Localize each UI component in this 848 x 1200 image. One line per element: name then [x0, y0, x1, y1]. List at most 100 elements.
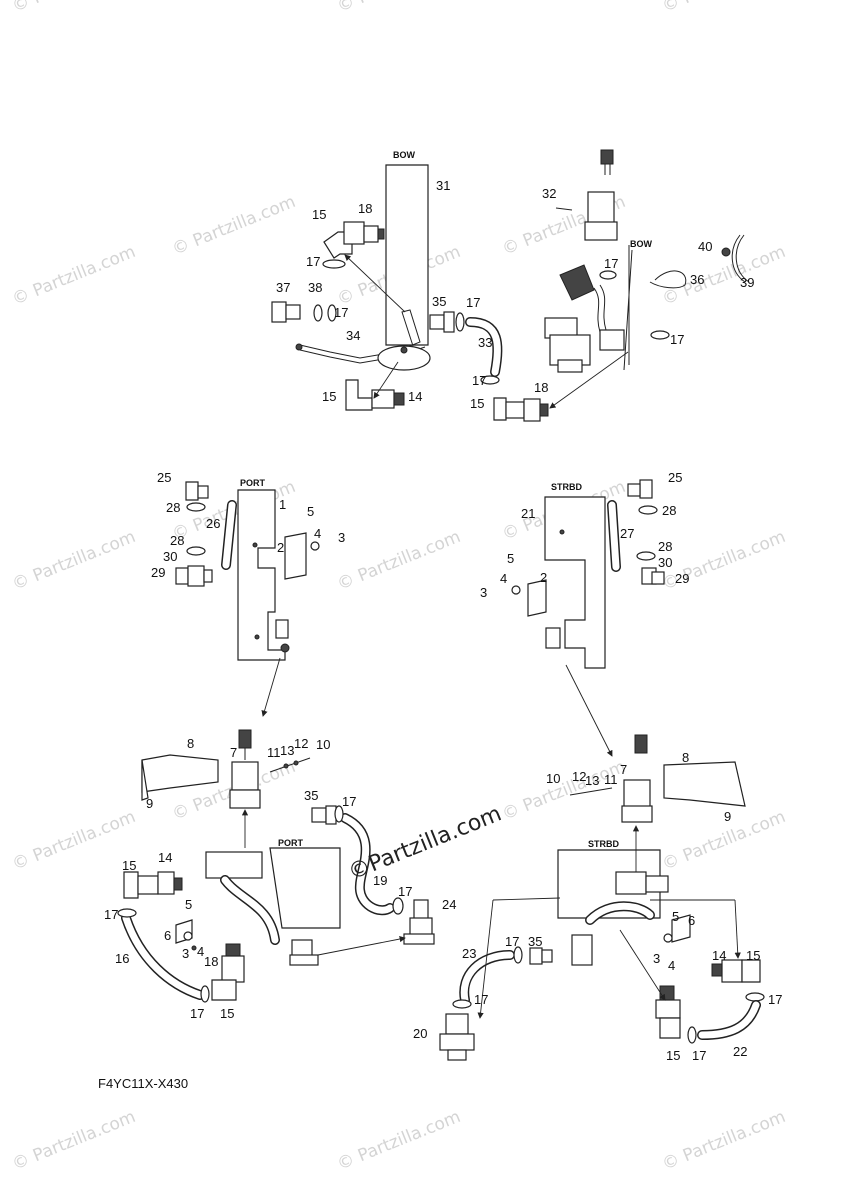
callout-1: 1: [279, 497, 286, 512]
callout-16: 16: [115, 951, 129, 966]
watermark-text: © Partzilla.com: [334, 527, 463, 595]
watermark-text: © Partzilla.com: [9, 807, 138, 875]
watermark-text: © Partzilla.com: [334, 0, 463, 17]
callout-17: 17: [104, 907, 118, 922]
callout-35: 35: [432, 294, 446, 309]
callout-38: 38: [308, 280, 322, 295]
callout-4: 4: [500, 571, 507, 586]
callout-15: 15: [322, 389, 336, 404]
callout-15: 15: [666, 1048, 680, 1063]
label-bow-right: BOW: [630, 239, 653, 249]
callout-17: 17: [692, 1048, 706, 1063]
callout-2: 2: [277, 540, 284, 555]
callout-11: 11: [267, 745, 281, 760]
callout-25: 25: [668, 470, 682, 485]
callout-19: 19: [373, 873, 387, 888]
callout-14: 14: [712, 948, 726, 963]
strbd-pump-assembly: STRBD: [439, 734, 765, 1061]
callout-3: 3: [653, 951, 660, 966]
callout-22: 22: [733, 1044, 747, 1059]
callout-14: 14: [408, 389, 422, 404]
callout-12: 12: [294, 736, 308, 751]
callout-25: 25: [157, 470, 171, 485]
callout-28: 28: [662, 503, 676, 518]
label-strbd-bottom: STRBD: [588, 839, 619, 849]
callout-17: 17: [768, 992, 782, 1007]
callout-7: 7: [230, 745, 237, 760]
callout-17: 17: [505, 934, 519, 949]
watermark-text: © Partzilla.com: [9, 1107, 138, 1175]
watermark-text: © Partzilla.com: [9, 527, 138, 595]
callout-3: 3: [338, 530, 345, 545]
bow-assembly-left: BOW: [271, 150, 503, 411]
callout-30: 30: [658, 555, 672, 570]
callout-39: 39: [740, 275, 754, 290]
callout-40: 40: [698, 239, 712, 254]
callout-34: 34: [346, 328, 360, 343]
callout-3: 3: [182, 946, 189, 961]
callout-29: 29: [151, 565, 165, 580]
callout-17: 17: [190, 1006, 204, 1021]
callout-5: 5: [185, 897, 192, 912]
callout-17: 17: [334, 305, 348, 320]
callout-15: 15: [312, 207, 326, 222]
callout-4: 4: [668, 958, 675, 973]
label-strbd-top: STRBD: [551, 482, 582, 492]
callout-17: 17: [474, 992, 488, 1007]
callout-37: 37: [276, 280, 290, 295]
label-port-top: PORT: [240, 478, 266, 488]
callout-5: 5: [507, 551, 514, 566]
watermark-text: © Partzilla.com: [9, 242, 138, 310]
callout-5: 5: [307, 504, 314, 519]
callout-32: 32: [542, 186, 556, 201]
callout-28: 28: [166, 500, 180, 515]
callout-9: 9: [146, 796, 153, 811]
callout-27: 27: [620, 526, 634, 541]
strbd-panel-assembly: STRBD: [511, 479, 665, 757]
callout-28: 28: [170, 533, 184, 548]
callout-6: 6: [164, 928, 171, 943]
callout-6: 6: [688, 913, 695, 928]
callout-26: 26: [206, 516, 220, 531]
callout-8: 8: [682, 750, 689, 765]
bow-assembly-right: BOW: [493, 149, 750, 422]
watermark-text: © Partzilla.com: [334, 1107, 463, 1175]
callout-13: 13: [280, 743, 294, 758]
watermark-text: © Partzilla.com: [169, 192, 298, 260]
callout-18: 18: [358, 201, 372, 216]
callout-17: 17: [342, 794, 356, 809]
callout-5: 5: [672, 909, 679, 924]
callout-28: 28: [658, 539, 672, 554]
callout-14: 14: [158, 850, 172, 865]
callout-10: 10: [316, 737, 330, 752]
callout-15: 15: [746, 948, 760, 963]
callout-18: 18: [204, 954, 218, 969]
callout-18: 18: [534, 380, 548, 395]
callout-15: 15: [220, 1006, 234, 1021]
callout-24: 24: [442, 897, 456, 912]
watermark-text: © Partzilla.com: [659, 1107, 788, 1175]
callout-17: 17: [472, 373, 486, 388]
callout-3: 3: [480, 585, 487, 600]
watermark-text: © Partzilla.com: [659, 0, 788, 17]
port-panel-assembly: PORT: [175, 478, 320, 717]
callout-21: 21: [521, 506, 535, 521]
callout-4: 4: [197, 944, 204, 959]
callout-15: 15: [470, 396, 484, 411]
callout-20: 20: [413, 1026, 427, 1041]
callout-35: 35: [528, 934, 542, 949]
callout-30: 30: [163, 549, 177, 564]
callout-12: 12: [572, 769, 586, 784]
watermark-text: © Partzilla.com: [499, 757, 628, 825]
callout-23: 23: [462, 946, 476, 961]
callout-35: 35: [304, 788, 318, 803]
callout-2: 2: [540, 570, 547, 585]
callout-36: 36: [690, 272, 704, 287]
callout-7: 7: [620, 762, 627, 777]
diagram-code: F4YC11X-X430: [98, 1076, 188, 1091]
callout-33: 33: [478, 335, 492, 350]
callout-4: 4: [314, 526, 321, 541]
callout-29: 29: [675, 571, 689, 586]
